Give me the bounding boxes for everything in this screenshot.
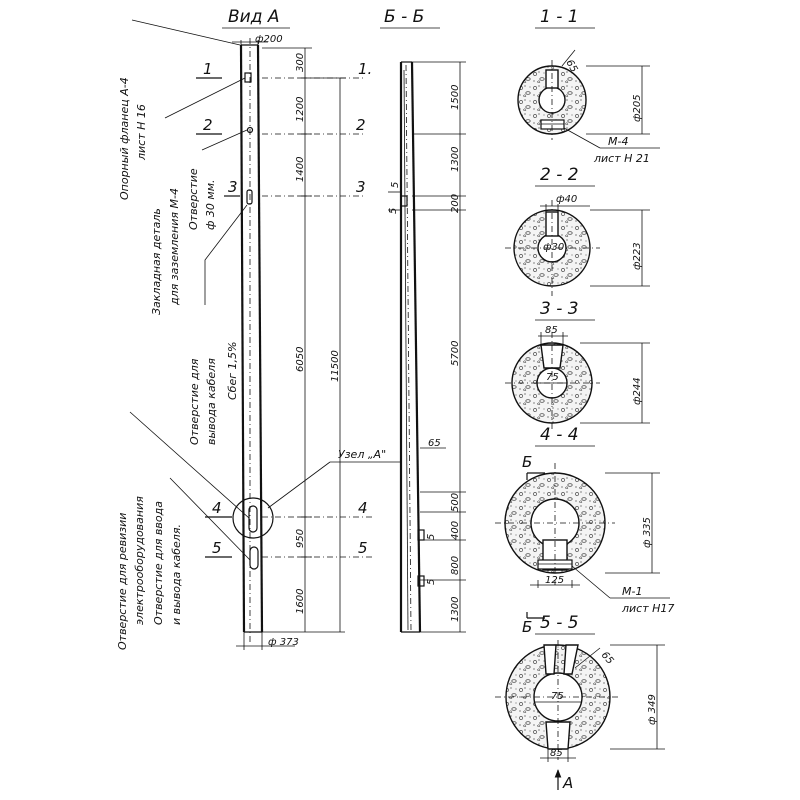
- marker-4-right: 4: [358, 499, 368, 517]
- s3-dim-244: ф244: [632, 377, 643, 405]
- bb-dim-500: 500: [450, 493, 461, 512]
- bb-dim-5a: 5: [390, 182, 401, 188]
- pole-right-edge: [256, 44, 264, 633]
- section-4-4: 4 - 4 Б 125 ф 335 М-1 лист Н17: [495, 425, 674, 615]
- callout-hole-30: ф 30 мм.: [204, 180, 217, 231]
- s5-dim-85: 85: [550, 748, 563, 759]
- bb-dim-1500: 1500: [450, 85, 461, 110]
- view-a-callouts: Опорный фланец А-4 лист Н 16 Закладная д…: [116, 19, 251, 650]
- view-a: Вид А ф200 ф 373 1 2 3 4 5: [196, 7, 402, 650]
- s5-dim-349: ф 349: [647, 694, 658, 725]
- embedded-part-m4: [244, 72, 252, 83]
- marker-3-left: 3: [228, 178, 238, 196]
- s4-dim-335: ф 335: [642, 517, 653, 548]
- s2-dim-30: ф30: [543, 242, 564, 253]
- dim-6050: 6050: [295, 347, 306, 372]
- marker-4-left: 4: [212, 499, 222, 517]
- bb-dim-1300: 1300: [450, 147, 461, 172]
- callout-cable-hole: Отверстие для: [188, 358, 201, 445]
- section-22-title: 2 - 2: [540, 165, 579, 185]
- s2-dim-40: ф40: [556, 194, 577, 205]
- dim-1400: 1400: [295, 157, 306, 182]
- marker-2-right: 2: [356, 116, 366, 134]
- bb-dim-65: 65: [428, 438, 441, 449]
- bb-dim-5b: 5: [388, 208, 399, 214]
- dim-d200: ф200: [255, 34, 283, 45]
- s5-dim-75: 75: [551, 691, 564, 702]
- node-a-circle: [232, 497, 274, 539]
- s5-letter-b: Б: [522, 618, 532, 636]
- dim-11500: 11500: [330, 350, 341, 382]
- node-a-label: Узел „А": [338, 448, 386, 461]
- section-44-title: 4 - 4: [540, 425, 579, 445]
- dim-1600: 1600: [295, 589, 306, 614]
- cable-entry-hole: [249, 546, 259, 570]
- callout-embedded-part: Закладная деталь: [150, 208, 163, 315]
- bb-dim-5c: 5: [426, 534, 437, 540]
- s4-dim-125: 125: [545, 575, 564, 586]
- marker-3-right: 3: [356, 178, 366, 196]
- callout-entry-hole: Отверстие для ввода: [152, 501, 165, 625]
- s1-m4-sheet: лист Н 21: [593, 152, 650, 165]
- s1-m4-plate: [540, 119, 565, 130]
- bb-dim-200: 200: [450, 194, 461, 213]
- s3-dim-85: 85: [545, 325, 558, 336]
- s5-dim-65: 65: [599, 650, 616, 667]
- callout-entry-hole-2: и вывода кабеля.: [170, 524, 183, 625]
- cable-outlet-hole: [246, 189, 253, 205]
- section-3-3: 3 - 3 85 75 ф244: [505, 299, 650, 432]
- dim-950: 950: [295, 529, 306, 548]
- s1-m4-label: М-4: [608, 135, 628, 148]
- s1-dim-205: ф205: [632, 94, 643, 122]
- section-2-2: 2 - 2 ф40 ф30 ф223: [505, 165, 650, 296]
- arrow-a-label: А: [562, 774, 573, 792]
- callout-inspection-hole: Отверстие для ревизии: [116, 513, 129, 650]
- marker-5-left: 5: [212, 539, 222, 557]
- section-b-b: Б - Б 1500 1300 200 5700 500 400 800 130…: [380, 7, 466, 633]
- s4-letter-b: Б: [522, 453, 532, 471]
- callout-flange-sheet: лист Н 16: [135, 104, 148, 161]
- section-1-1: 1 - 1 65 ф205 М-4 лист Н 21: [517, 7, 660, 165]
- bb-dim-800: 800: [450, 556, 461, 575]
- hole-30: [246, 126, 254, 134]
- bb-dim-5700: 5700: [450, 341, 461, 366]
- s2-dim-223: ф223: [632, 242, 643, 270]
- marker-1-left: 1: [203, 60, 213, 78]
- section-5-5: Б 5 - 5 75 65 85 ф 349 А: [495, 612, 665, 792]
- marker-5-right: 5: [358, 539, 368, 557]
- s3-dim-75: 75: [546, 372, 559, 383]
- callout-slope: Сбег 1,5%: [226, 342, 239, 400]
- marker-2-left: 2: [203, 116, 213, 134]
- view-a-title: Вид А: [228, 7, 280, 27]
- callout-cable-hole-2: вывода кабеля: [205, 358, 218, 445]
- inspection-hole: [248, 505, 258, 533]
- section-33-title: 3 - 3: [540, 299, 579, 319]
- bb-dim-400: 400: [450, 521, 461, 540]
- dim-1200: 1200: [295, 97, 306, 122]
- dim-300: 300: [295, 53, 306, 72]
- dim-d373: ф 373: [268, 637, 299, 648]
- callout-flange: Опорный фланец А-4: [118, 77, 131, 200]
- callout-embedded-part-2: для заземления М-4: [168, 188, 181, 306]
- s4-m1-sheet: лист Н17: [621, 602, 674, 615]
- section-55-title: 5 - 5: [540, 613, 579, 633]
- s4-m1-label: М-1: [622, 585, 642, 598]
- callout-hole: Отверстие: [187, 168, 200, 230]
- bb-dim-1300b: 1300: [450, 597, 461, 622]
- section-11-title: 1 - 1: [540, 7, 579, 27]
- marker-1-right: 1.: [358, 60, 372, 78]
- pole-left-edge: [239, 44, 246, 633]
- section-bb-title: Б - Б: [384, 7, 424, 27]
- bb-dim-5d: 5: [426, 579, 437, 585]
- callout-inspection-hole-2: электрооборудования: [133, 496, 146, 625]
